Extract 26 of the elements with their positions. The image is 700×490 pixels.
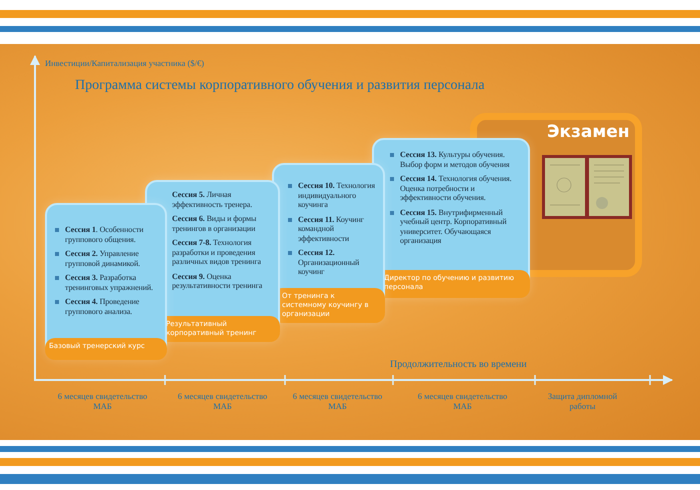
session-item: Сессия 12. Организационный коучинг — [288, 248, 375, 276]
session-item: Сессия 7-8. Технология разработки и проведения различных видов тренинга — [172, 238, 262, 266]
diagram-title: Программа системы корпоративного обучения и развития персонала — [75, 78, 485, 94]
axis-label: Продолжительность во времени — [390, 360, 527, 370]
session-item: Сессия 1. Особенности группового общения. — [55, 225, 161, 244]
session-item: Сессия 15. Внутрифирменный учебный центр. Корпоративный университет. Обучающаяся организация — [390, 208, 522, 246]
session-item: Сессия 2. Управление групповой динамикой. — [55, 249, 161, 268]
tick-label: 6 месяцев свидетельство МАБ — [292, 391, 384, 411]
session-item: Сессия 6. Виды и формы тренингов в организации — [172, 214, 258, 233]
tick-label: Защита дипломной работы — [546, 391, 618, 411]
session-card — [272, 163, 385, 323]
certificate-picture — [542, 155, 632, 219]
session-item: Сессия 10. Технология индивидуального коучинга — [288, 181, 375, 210]
session-item: Сессия 3. Разработка тренинговых упражнений. — [55, 273, 161, 292]
tick-label: 6 месяцев свидетельство МАБ — [56, 391, 148, 411]
tick-label: 6 месяцев свидетельство МАБ — [176, 391, 268, 411]
tick-label: 6 месяцев свидетельство МАБ — [416, 391, 508, 411]
session-item: Сессия 14. Технология обучения. Оценка потребности и эффективности обучения. — [390, 174, 522, 202]
session-item: Сессия 5. Личная эффективность тренера. — [172, 190, 254, 209]
session-item: Сессия 13. Культуры обучения. Выбор форм и методов обучения — [390, 150, 522, 169]
axis-label: Инвестиции/Капитализация участника ($/€) — [45, 58, 204, 68]
session-item: Сессия 11. Коучинг командной эффективности — [288, 214, 375, 243]
exam-heading: Экзамен — [547, 122, 630, 142]
session-item: Сессия 9. Оценка результативности тренинга — [172, 272, 264, 290]
session-card — [45, 203, 167, 360]
session-item: Сессия 4. Проведение группового анализа. — [55, 297, 161, 316]
